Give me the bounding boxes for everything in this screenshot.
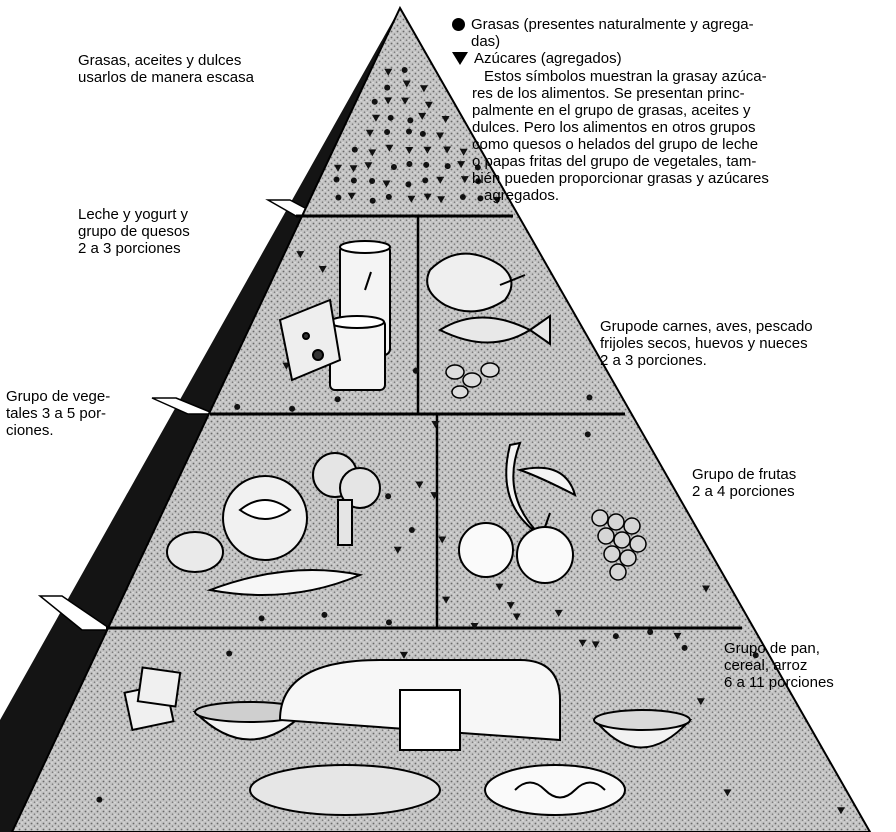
fat-dot-icon [351, 178, 357, 184]
fruits-label-line-1: Grupo de frutas [692, 466, 796, 483]
fruits-label-line-2: 2 a 4 porciones [692, 483, 796, 500]
fat-dot-icon [259, 615, 265, 621]
fat-dot-icon [234, 404, 240, 410]
label-dairy-group: Leche y yogurt y grupo de quesos 2 a 3 p… [78, 206, 190, 257]
lettuce-illustration [223, 476, 307, 560]
legend-note-line-6: o papas fritas del grupo de vegetales, t… [472, 153, 769, 170]
legend-fats-line-1: Grasas (presentes naturalmente y agrega- [471, 16, 754, 33]
label-grain-group: Grupo de pan, cereal, arroz 6 a 11 porci… [724, 640, 834, 691]
fat-dot-icon [372, 99, 378, 105]
vegetables-label-line-3: ciones. [6, 422, 110, 439]
label-fruit-group: Grupo de frutas 2 a 4 porciones [692, 466, 796, 500]
fat-dot-icon [423, 162, 429, 168]
french-bread-illustration [250, 765, 440, 815]
fat-dot-icon [388, 115, 394, 121]
fat-dot-icon [452, 18, 465, 31]
legend-sugars: Azúcares (agregados) [452, 50, 769, 67]
fat-dot-icon [391, 164, 397, 170]
fat-dot-icon [370, 198, 376, 204]
dairy-label-line-3: 2 a 3 porciones [78, 240, 190, 257]
legend-sugars-label: Azúcares (agregados) [474, 50, 622, 67]
fat-dot-icon [407, 117, 413, 123]
legend-note-line-3: palmente en el grupo de grasas, aceites … [472, 102, 769, 119]
fat-dot-icon [406, 161, 412, 167]
fat-dot-icon [413, 368, 419, 374]
fat-dot-icon [406, 129, 412, 135]
fat-dot-icon [386, 619, 392, 625]
vegetables-label-line-2: tales 3 a 5 por- [6, 405, 110, 422]
fat-dot-icon [682, 645, 688, 651]
dairy-label-line-2: grupo de quesos [78, 223, 190, 240]
legend-note-line-4: dulces. Pero los alimentos en otros grup… [472, 119, 769, 136]
fats-label-line-1: Grasas, aceites y dulces [78, 52, 254, 69]
fat-dot-icon [384, 129, 390, 135]
fat-dot-icon [321, 612, 327, 618]
grains-label-line-1: Grupo de pan, [724, 640, 834, 657]
fat-dot-icon [289, 406, 295, 412]
meat-label-line-1: Grupode carnes, aves, pescado [600, 318, 813, 335]
label-vegetable-group: Grupo de vege- tales 3 a 5 por- ciones. [2, 386, 114, 441]
dairy-label-line-1: Leche y yogurt y [78, 206, 190, 223]
grains-label-line-3: 6 a 11 porciones [724, 674, 834, 691]
fat-dot-icon [585, 431, 591, 437]
meat-label-line-3: 2 a 3 porciones. [600, 352, 813, 369]
fat-dot-icon [647, 629, 653, 635]
legend-fats-line-2: das) [452, 33, 769, 50]
fat-dot-icon [335, 396, 341, 402]
fat-dot-icon [613, 633, 619, 639]
legend: Grasas (presentes naturalmente y agrega-… [452, 16, 769, 204]
fat-dot-icon [352, 147, 358, 153]
potato-illustration [167, 532, 223, 572]
fat-dot-icon [226, 650, 232, 656]
fat-dot-icon [409, 527, 415, 533]
fat-dot-icon [386, 194, 392, 200]
fat-dot-icon [422, 177, 428, 183]
fat-dot-icon [334, 177, 340, 183]
legend-note-line-8: agregados. [484, 187, 769, 204]
fat-dot-icon [405, 181, 411, 187]
legend-note-line-2: res de los alimentos. Se presentan princ… [472, 85, 769, 102]
vegetables-label-line-1: Grupo de vege- [6, 388, 110, 405]
fat-dot-icon [586, 395, 592, 401]
sugar-triangle-icon [452, 52, 468, 65]
fat-dot-icon [335, 194, 341, 200]
grains-label-line-2: cereal, arroz [724, 657, 834, 674]
fat-dot-icon [385, 493, 391, 499]
fat-dot-icon [369, 178, 375, 184]
legend-note-line-1: Estos símbolos muestran la grasay azúca- [484, 68, 769, 85]
fats-label-line-2: usarlos de manera escasa [78, 69, 254, 86]
label-fats-oils-sweets: Grasas, aceites y dulces usarlos de mane… [78, 52, 254, 86]
pasta-illustration [485, 765, 625, 815]
meat-label-line-2: frijoles secos, huevos y nueces [600, 335, 813, 352]
legend-note-line-7: bién pueden proporcionar grasas y azúcar… [472, 170, 769, 187]
label-meat-group: Grupode carnes, aves, pescado frijoles s… [600, 318, 813, 369]
legend-note-line-5: como quesos o helados del grupo de leche [472, 136, 769, 153]
fat-dot-icon [420, 131, 426, 137]
fat-dot-icon [445, 163, 451, 169]
legend-fats: Grasas (presentes naturalmente y agrega- [452, 16, 769, 33]
fat-dot-icon [402, 67, 408, 73]
fat-dot-icon [384, 85, 390, 91]
legend-note: Estos símbolos muestran la grasay azúca-… [452, 68, 769, 204]
fat-dot-icon [96, 797, 102, 803]
